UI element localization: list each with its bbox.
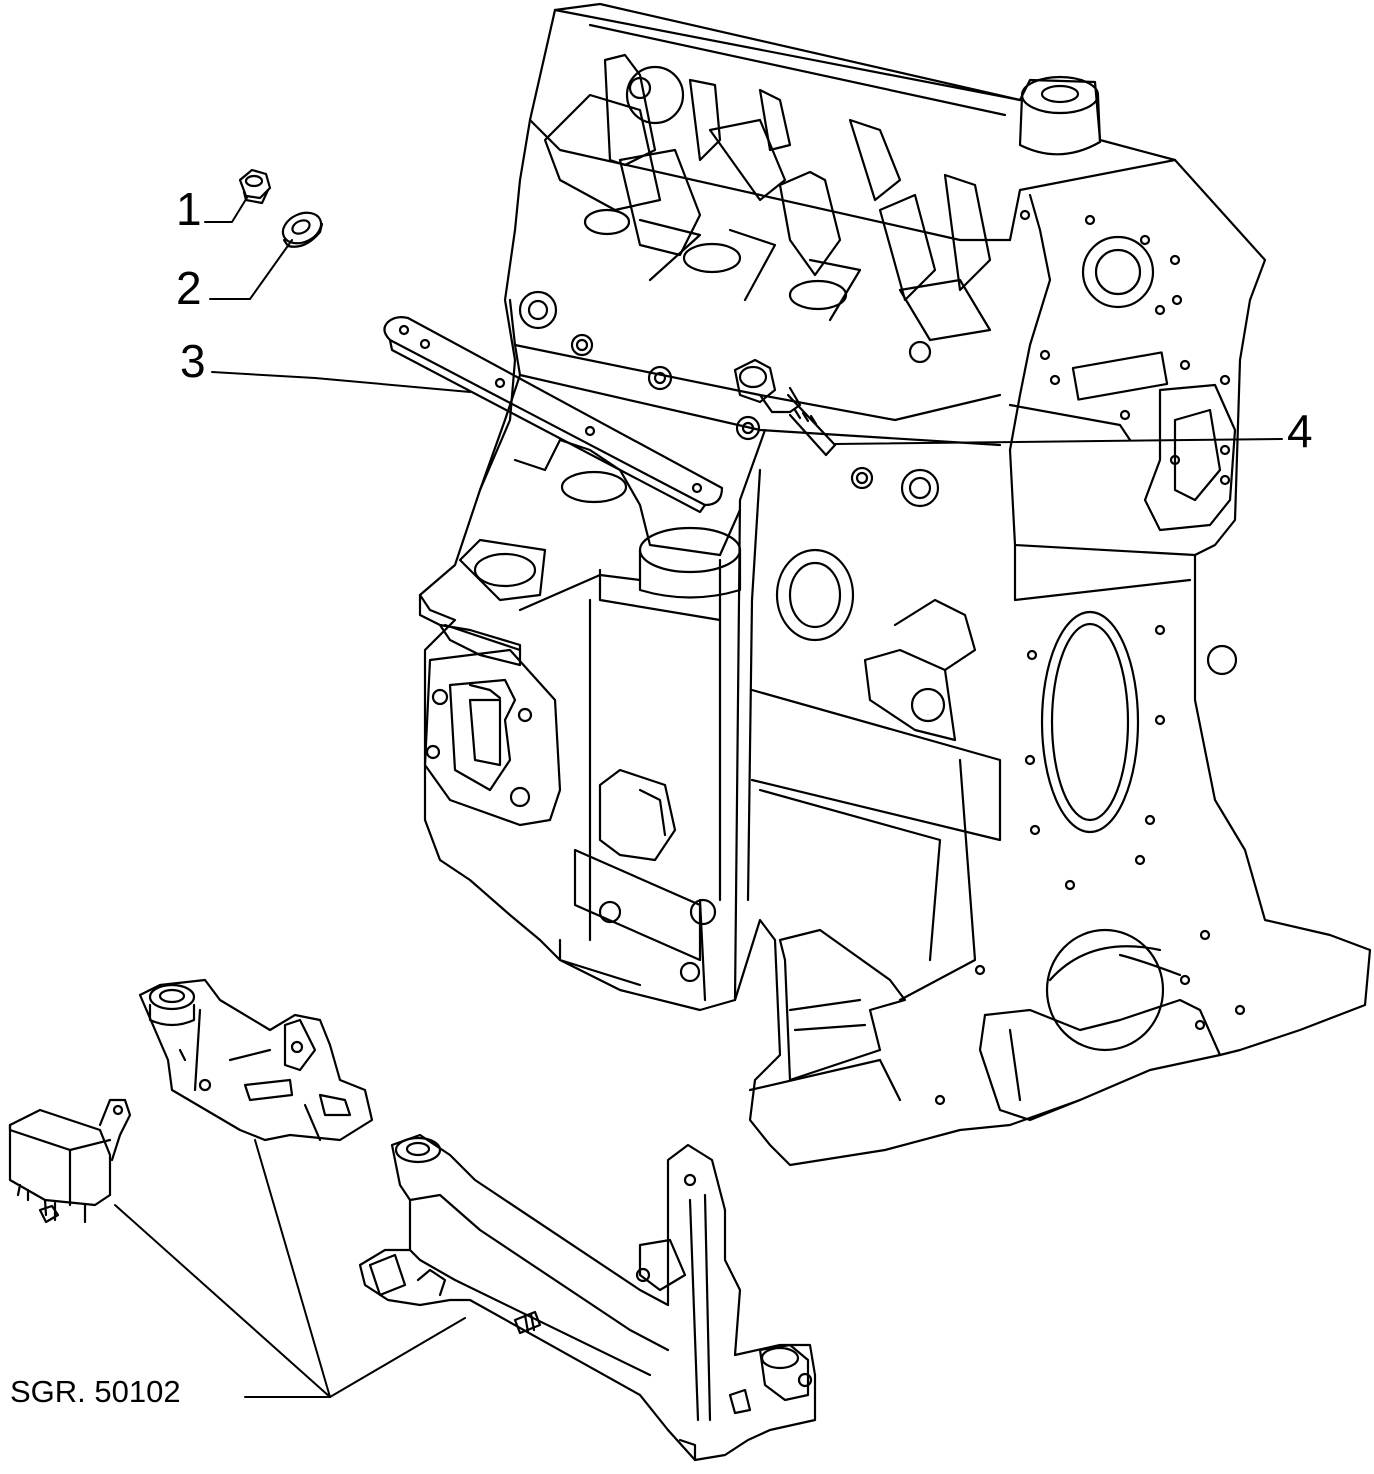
callout-3: 3 bbox=[180, 335, 206, 387]
part-4-sensor bbox=[735, 360, 835, 455]
loom-bracket-lower bbox=[360, 1135, 815, 1460]
leader-4 bbox=[835, 439, 1282, 444]
part-1-nut bbox=[240, 170, 270, 203]
callout-4: 4 bbox=[1287, 405, 1313, 457]
callout-2: 2 bbox=[176, 262, 202, 314]
callout-1: 1 bbox=[176, 183, 202, 235]
engine-block bbox=[420, 4, 1370, 1165]
leader-2 bbox=[210, 240, 292, 299]
leader-sgr-relay bbox=[115, 1205, 330, 1397]
relay-unit bbox=[10, 1100, 130, 1222]
part-2-washer bbox=[278, 207, 326, 249]
leader-sgr-lower bbox=[330, 1318, 465, 1397]
leader-1 bbox=[205, 196, 248, 222]
leader-lines bbox=[115, 196, 1282, 1397]
loom-bracket-upper bbox=[140, 980, 372, 1140]
leader-3 bbox=[212, 372, 470, 392]
leader-sgr-upper bbox=[255, 1140, 330, 1397]
part-3-bar bbox=[384, 317, 722, 512]
reference-sgr-label: SGR. 50102 bbox=[10, 1374, 181, 1409]
